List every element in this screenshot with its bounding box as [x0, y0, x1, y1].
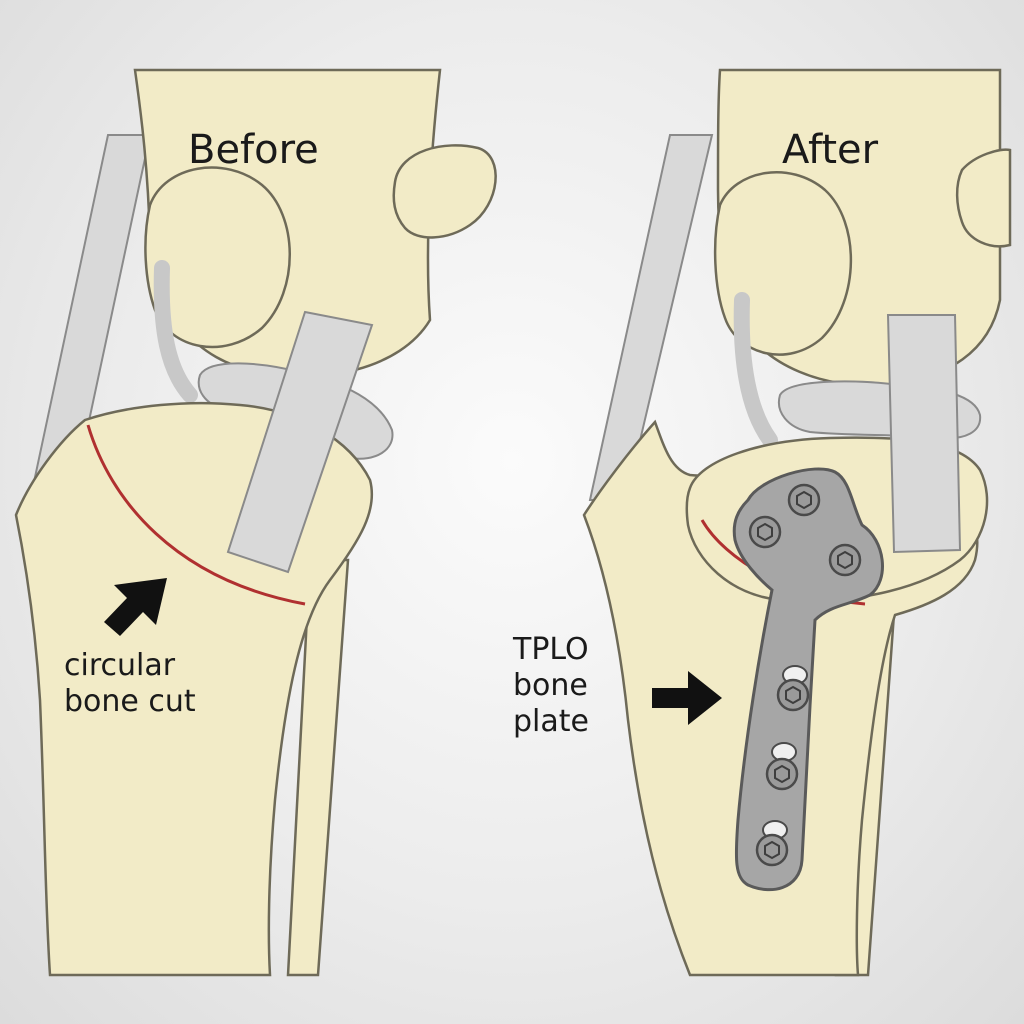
annotation-line: plate: [513, 704, 589, 739]
annotation-line: bone cut: [64, 684, 196, 719]
after-title: After: [782, 127, 879, 173]
plate-screw: [748, 515, 782, 549]
bone-plate-annotation: TPLO bone plate: [513, 632, 643, 740]
annotation-line: bone: [513, 668, 588, 703]
before-panel: [14, 68, 497, 977]
arrow-to-bone-plate: [652, 671, 722, 725]
arrow-to-bone-cut: [104, 578, 167, 636]
patellar-ligament-before: [226, 310, 374, 574]
patella-after: [955, 148, 1012, 248]
after-panel: [582, 68, 1012, 977]
before-title: Before: [188, 127, 319, 173]
patellar-ligament-after: [886, 314, 962, 554]
plate-screw: [765, 757, 799, 791]
annotation-line: circular: [64, 648, 176, 683]
annotation-line: TPLO: [513, 632, 589, 667]
bone-cut-annotation: circular bone cut: [64, 648, 294, 720]
plate-screw: [755, 833, 789, 867]
femoral-condyle-before: [144, 166, 291, 349]
cruciate-ligament-before: [153, 260, 198, 403]
patella-before: [392, 144, 497, 239]
plate-screw: [776, 678, 810, 712]
plate-screw: [787, 483, 821, 517]
plate-screw: [828, 543, 862, 577]
circular-bone-cut-line: [86, 424, 306, 606]
cruciate-ligament-after: [733, 292, 778, 448]
